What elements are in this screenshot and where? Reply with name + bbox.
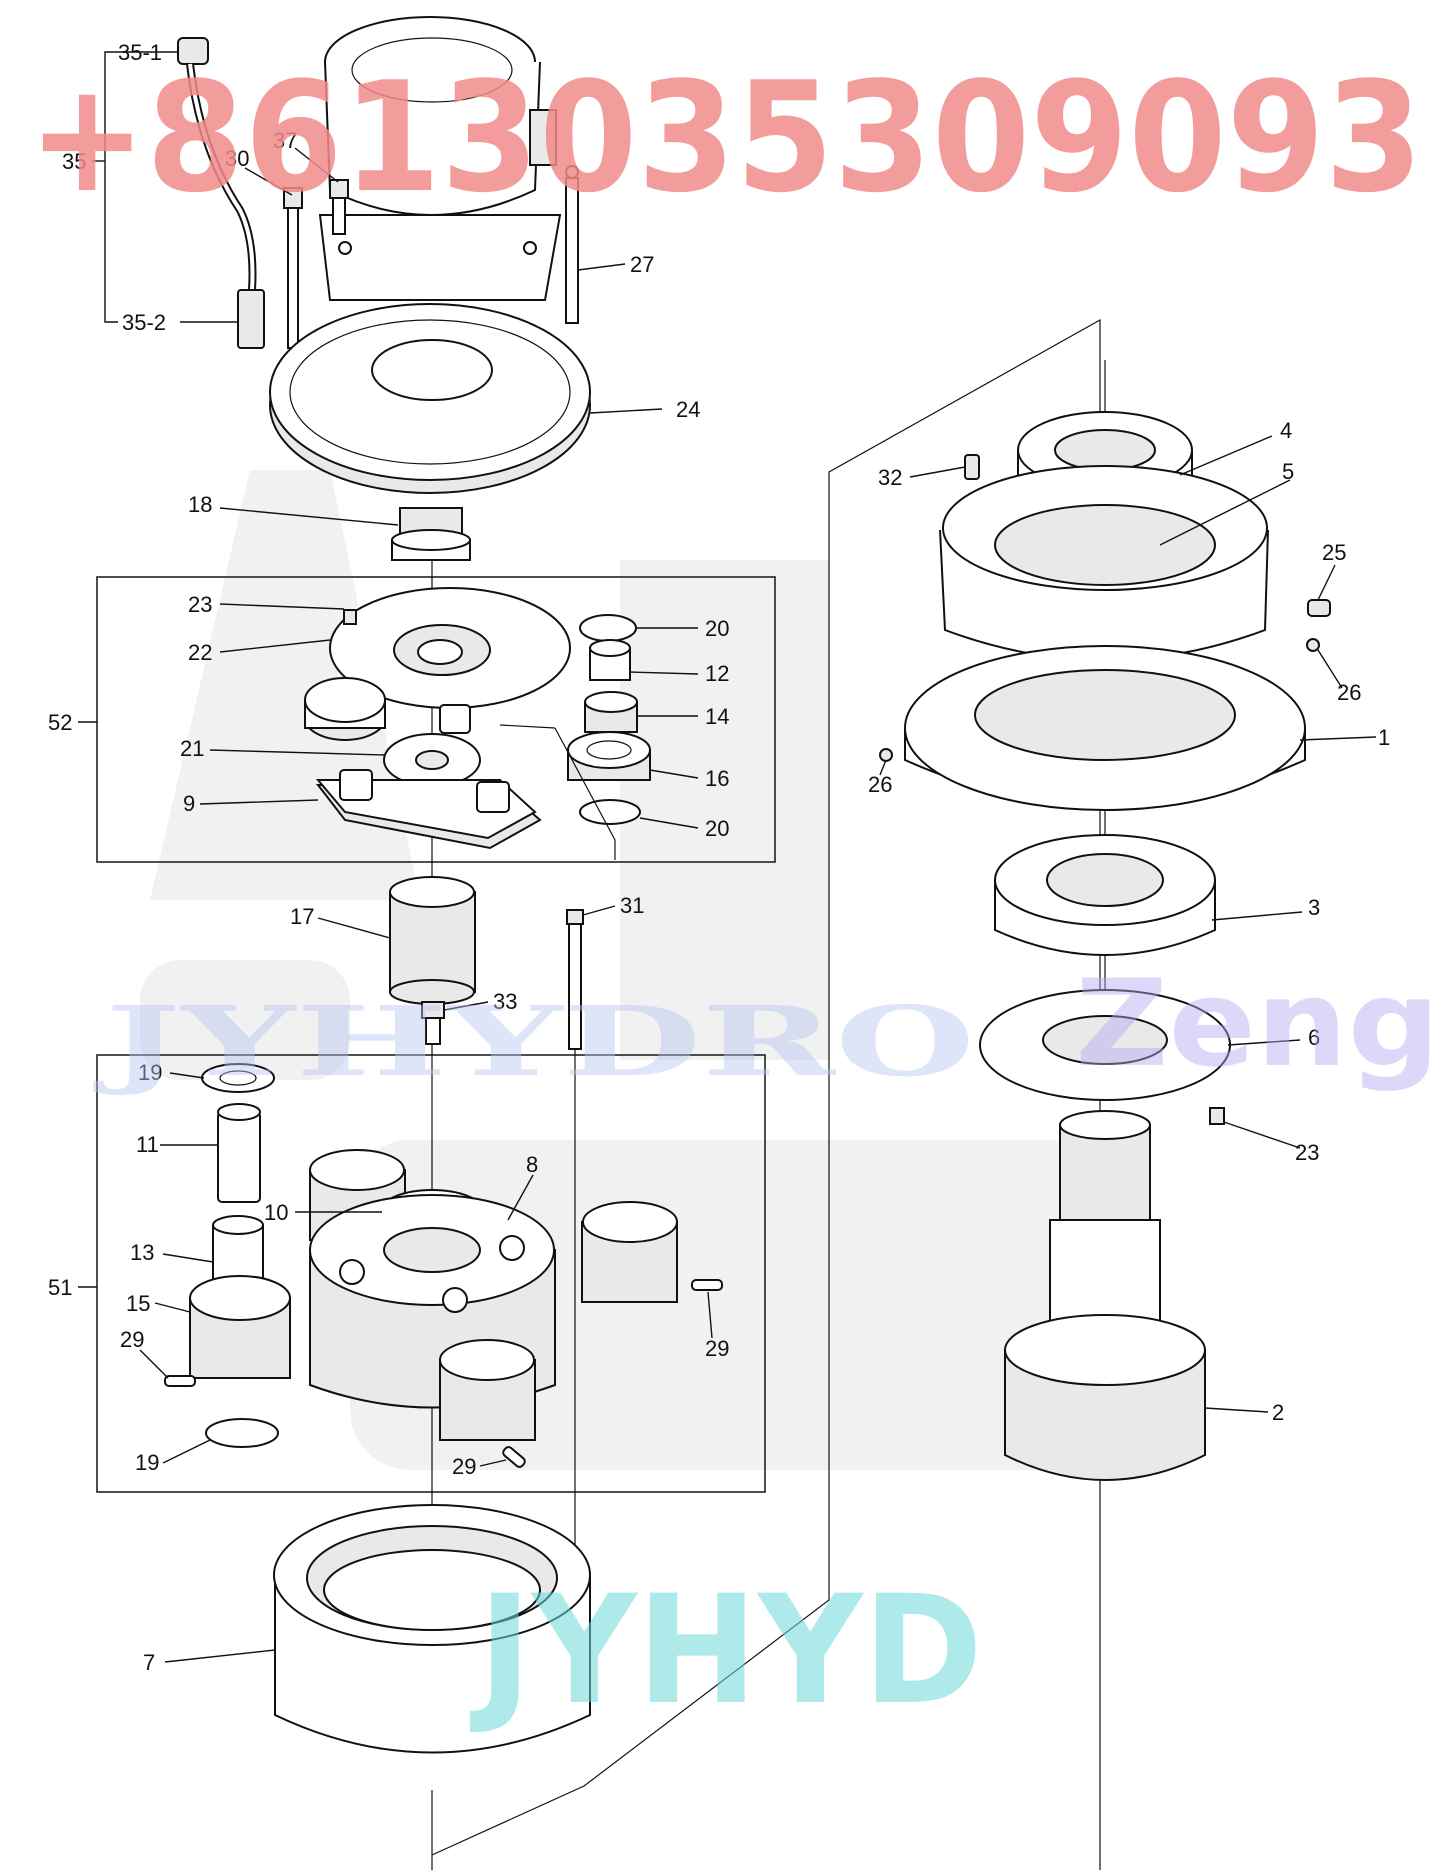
washer-20a [579,614,637,642]
spring-pins-29 [164,1279,723,1468]
callout-6: 6 [1308,1025,1320,1050]
plug-25 [1307,599,1331,617]
motor-housing [318,16,562,301]
callout-27: 27 [630,252,654,277]
needle-bearing-14 [584,691,638,733]
callout-15: 15 [126,1291,150,1316]
leader-lines [78,51,1377,1663]
watermark-phone: +8613035309093 [28,49,1423,226]
subassembly-52-box [96,576,776,863]
callout-labels: 35-1 35 35-2 30 37 27 24 18 23 22 52 21 … [48,40,1390,1675]
callout-29-bottom: 29 [452,1454,476,1479]
callout-11: 11 [136,1132,159,1157]
plate-22 [329,587,571,709]
washer-19a [201,1063,275,1093]
screw-23b [1209,1107,1225,1125]
callout-22: 22 [188,640,212,665]
screw-23a [343,609,357,625]
callout-17: 17 [290,904,314,929]
callout-3: 3 [1308,895,1320,920]
pin-32 [964,454,980,480]
pinion-shaft-2 [1004,1110,1206,1481]
plug-26 [879,638,1320,762]
ring-gear-7 [273,1504,591,1754]
bearing-3 [994,834,1216,956]
callout-8: 8 [526,1152,538,1177]
callout-25: 25 [1322,540,1346,565]
callout-16: 16 [705,766,729,791]
housing-1 [904,465,1306,811]
callout-10: 10 [264,1200,288,1225]
callout-4: 4 [1280,418,1292,443]
planet-gear-15 [189,1275,291,1379]
planet-gear-16 [567,731,651,781]
planet-gear-bottom [439,1339,536,1441]
callout-52: 52 [48,710,72,735]
watermarks: JYHYDRO Zeng JYHYD +8613035309093 [28,49,1440,1738]
callout-29-left: 29 [120,1327,144,1352]
callout-51: 51 [48,1275,72,1300]
callout-13: 13 [130,1240,154,1265]
callout-7: 7 [143,1650,155,1675]
gear-18 [391,507,471,561]
planet-gear-right [581,1201,678,1303]
plate-6 [979,989,1231,1101]
callout-29-right: 29 [705,1336,729,1361]
callout-18: 18 [188,492,212,517]
callout-31: 31 [620,893,644,918]
level-gauge-27 [565,165,579,324]
flange-24 [269,303,591,494]
subassembly-51-box [96,1054,766,1493]
callout-20-upper: 20 [705,616,729,641]
callout-2: 2 [1272,1400,1284,1425]
watermark-jyhyd: JYHYD [469,1564,983,1738]
drain-tube-35 [177,37,265,349]
pin-11 [217,1103,261,1203]
callout-1: 1 [1378,725,1390,750]
washer-20b [579,799,641,825]
callout-35: 35 [62,149,86,174]
callout-35-1: 35-1 [118,40,162,65]
washer-19b [205,1418,279,1448]
callout-9: 9 [183,791,195,816]
bolt-33 [421,1001,445,1045]
callout-12: 12 [705,661,729,686]
callout-37: 37 [273,128,297,153]
callout-32: 32 [878,465,902,490]
callout-14: 14 [705,704,729,729]
callout-20-lower: 20 [705,816,729,841]
planet-gear-left [304,677,386,741]
callout-19-upper: 19 [138,1060,162,1085]
watermark-zeng: Zeng [1075,955,1440,1094]
callout-24: 24 [676,397,700,422]
callout-19-lower: 19 [135,1450,159,1475]
sun-gear-21 [383,733,481,787]
callout-33: 33 [493,989,517,1014]
callout-35-2: 35-2 [122,310,166,335]
callout-30: 30 [225,146,249,171]
bushing-12 [589,639,631,681]
callout-23-upper: 23 [188,592,212,617]
bolt-31 [566,909,584,1050]
callout-5: 5 [1282,459,1294,484]
callout-26-left: 26 [868,772,892,797]
callout-26-right: 26 [1337,680,1361,705]
callout-23-lower: 23 [1295,1140,1319,1165]
callout-21: 21 [180,736,204,761]
sun-gear-17 [389,876,476,1005]
carrier-9 [315,704,542,850]
watermark-jyhydro: JYHYDRO [92,985,975,1098]
screw-37 [329,179,349,235]
